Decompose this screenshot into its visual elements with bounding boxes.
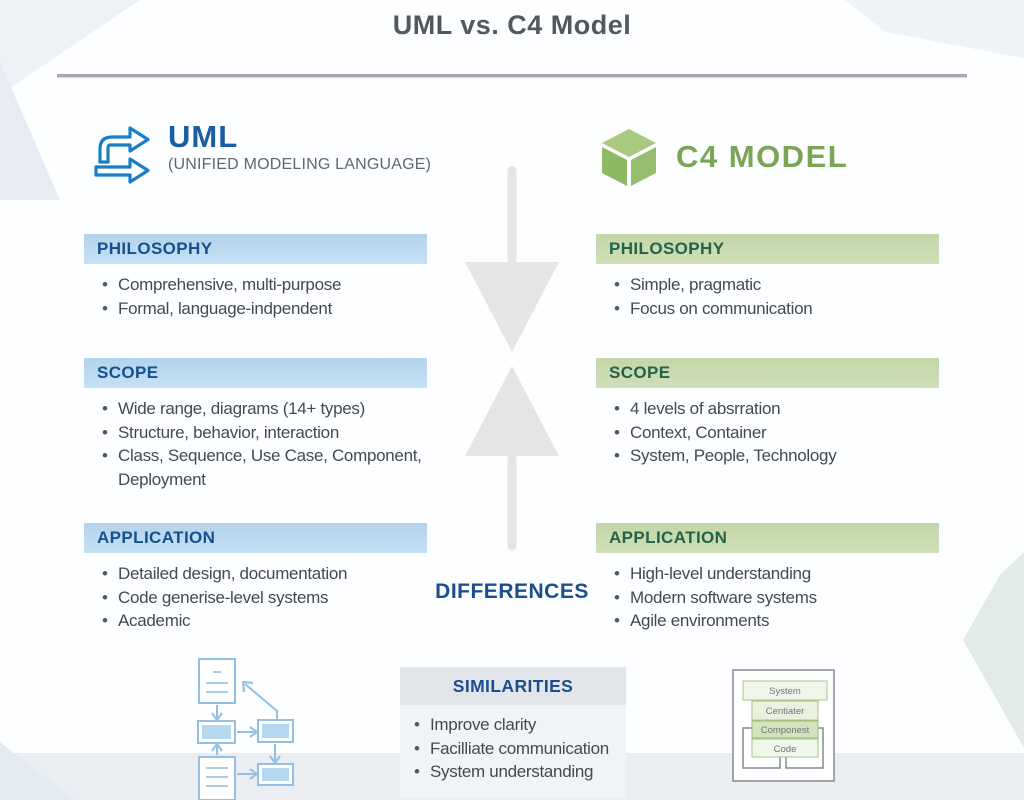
section-header: SCOPE xyxy=(84,358,427,388)
bullet-item: Academic xyxy=(102,609,427,633)
bullet-item: Comprehensive, multi-purpose xyxy=(102,273,427,297)
bullet-item: Facilliate communication xyxy=(414,737,620,761)
page-title: UML vs. C4 Model xyxy=(392,10,632,40)
bullet-item: High-level understanding xyxy=(614,562,939,586)
section-header: APPLICATION xyxy=(84,523,427,553)
c4-level-label: Code xyxy=(774,744,797,755)
bullet-item: System, People, Technology xyxy=(614,444,939,468)
uml-mini-diagram xyxy=(197,658,294,800)
c4-title: C4 MODEL xyxy=(676,139,849,174)
c4-level-label: Componest xyxy=(761,725,810,736)
section-header: PHILOSOPHY xyxy=(84,234,427,264)
bullet-item: Detailed design, documentation xyxy=(102,562,427,586)
cube-icon xyxy=(602,129,656,186)
c4-level-label: System xyxy=(769,686,801,697)
bullet-list: 4 levels of absrration Context, Containe… xyxy=(596,397,939,468)
section-header: SCOPE xyxy=(596,358,939,388)
bullet-item: Wide range, diagrams (14+ types) xyxy=(102,397,427,421)
opposing-arrows-icon xyxy=(465,166,559,550)
bullet-item: 4 levels of absrration xyxy=(614,397,939,421)
bullet-item: Code generise-level systems xyxy=(102,586,427,610)
bullet-item: Agile environments xyxy=(614,609,939,633)
bullet-list: High-level understanding Modern software… xyxy=(596,562,939,633)
uml-scope-section: SCOPE Wide range, diagrams (14+ types) S… xyxy=(84,358,427,491)
uml-header: UML (UNIFIED MODELING LANGUAGE) xyxy=(93,119,432,184)
bullet-list: Simple, pragmatic Focus on communication xyxy=(596,273,939,320)
uml-philosophy-section: PHILOSOPHY Comprehensive, multi-purpose … xyxy=(84,234,427,320)
differences-label: DIFFERENCES xyxy=(435,580,589,603)
c4-header: C4 MODEL xyxy=(599,126,848,188)
bullet-item: Formal, language-indpendent xyxy=(102,297,427,321)
similarities-body: Improve clarity Facilliate communication… xyxy=(400,705,626,798)
uml-title: UML xyxy=(168,119,239,154)
similarities-box: SIMILARITIES Improve clarity Facilliate … xyxy=(400,667,626,798)
bullet-item: Simple, pragmatic xyxy=(614,273,939,297)
c4-philosophy-section: PHILOSOPHY Simple, pragmatic Focus on co… xyxy=(596,234,939,320)
bullet-item: Modern software systems xyxy=(614,586,939,610)
bullet-item: Class, Sequence, Use Case, Component, De… xyxy=(102,444,427,491)
uml-subtitle: (UNIFIED MODELING LANGUAGE) xyxy=(168,156,432,173)
bullet-item: Improve clarity xyxy=(414,713,620,737)
bullet-list: Wide range, diagrams (14+ types) Structu… xyxy=(84,397,427,491)
double-arrow-icon xyxy=(94,126,150,184)
bullet-item: Context, Container xyxy=(614,421,939,445)
section-header: PHILOSOPHY xyxy=(596,234,939,264)
bullet-item: Focus on communication xyxy=(614,297,939,321)
uml-header-text: UML (UNIFIED MODELING LANGUAGE) xyxy=(168,119,432,174)
section-header: APPLICATION xyxy=(596,523,939,553)
bullet-list: Detailed design, documentation Code gene… xyxy=(84,562,427,633)
c4-mini-diagram: System Centiater Componest Code xyxy=(732,669,835,782)
bullet-list: Comprehensive, multi-purpose Formal, lan… xyxy=(84,273,427,320)
bullet-item: Structure, behavior, interaction xyxy=(102,421,427,445)
bullet-list: Improve clarity Facilliate communication… xyxy=(400,713,620,784)
c4-application-section: APPLICATION High-level understanding Mod… xyxy=(596,523,939,633)
c4-level-label: Centiater xyxy=(766,706,805,717)
c4-scope-section: SCOPE 4 levels of absrration Context, Co… xyxy=(596,358,939,468)
title-divider xyxy=(57,74,967,77)
bullet-item: System understanding xyxy=(414,760,620,784)
uml-application-section: APPLICATION Detailed design, documentati… xyxy=(84,523,427,633)
similarities-header: SIMILARITIES xyxy=(400,667,626,705)
